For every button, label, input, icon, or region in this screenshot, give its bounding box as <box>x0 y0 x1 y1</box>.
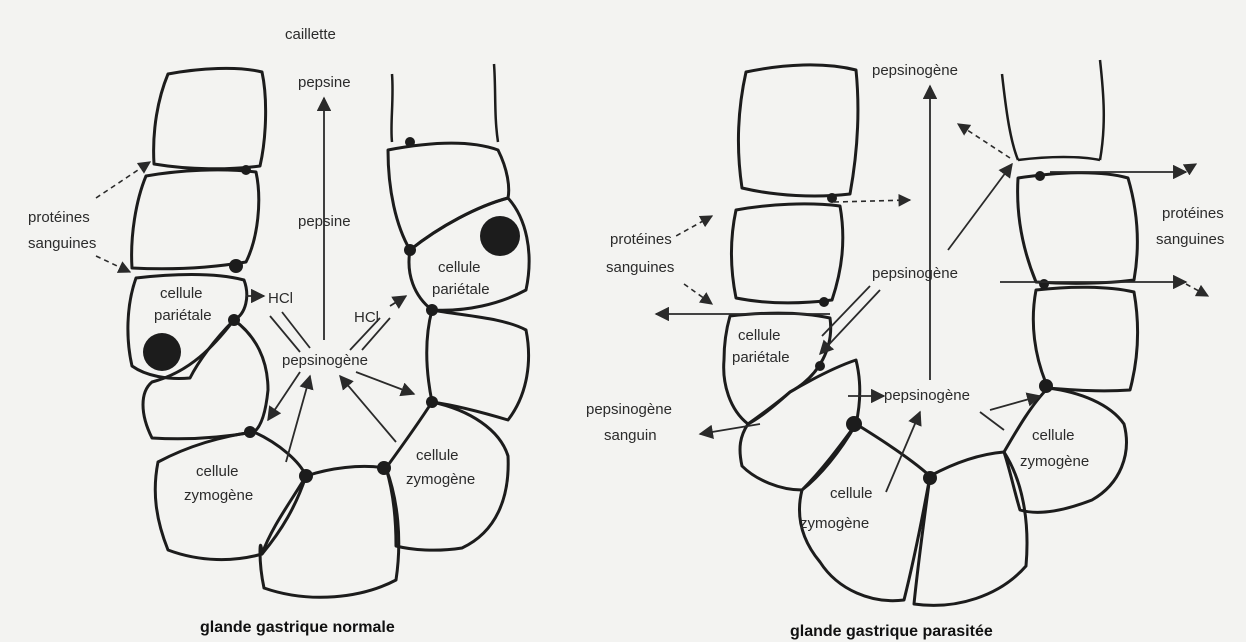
label-blood-proteins-2: sanguines <box>28 235 96 252</box>
label-parietal-left-2: pariétale <box>154 307 212 324</box>
parasitized-zymogen-cell-left <box>799 424 930 601</box>
label-hcl-left: HCl <box>268 290 293 307</box>
label-blood-proteins-left-2: sanguines <box>606 259 674 276</box>
parasitized-right-cell-3 <box>1018 173 1138 284</box>
parasitized-junctions <box>815 171 1053 485</box>
label-parietal-1: cellule <box>738 327 781 344</box>
normal-right-wall <box>391 64 498 142</box>
parietal-nucleus-right <box>480 216 520 256</box>
label-zymogen-left-1: cellule <box>830 485 873 502</box>
label-zymogen-left-1: cellule <box>196 463 239 480</box>
caption-normal: glande gastrique normale <box>200 619 395 636</box>
parasitized-left-cell-1 <box>739 65 858 196</box>
label-blood-proteins-right-1: protéines <box>1162 205 1224 222</box>
parasitized-right-cell-4 <box>1033 287 1137 391</box>
normal-right-cell-4 <box>427 310 529 420</box>
label-hcl-right: HCl <box>354 309 379 326</box>
label-blood-proteins-1: protéines <box>28 209 90 226</box>
caption-parasitized: glande gastrique parasitée <box>790 623 993 640</box>
label-zymogen-right-2: zymogène <box>406 471 475 488</box>
label-zymogen-left-2: zymogène <box>800 515 869 532</box>
label-pepsin-mid: pepsine <box>298 213 351 230</box>
label-caillette: caillette <box>285 26 336 43</box>
label-zymogen-right-1: cellule <box>1032 427 1075 444</box>
label-pepsinogen-mid: pepsinogène <box>872 265 958 282</box>
normal-gland: caillette pepsine pepsine pepsinogène HC… <box>28 26 529 636</box>
label-parietal-right-2: pariétale <box>432 281 490 298</box>
label-blood-pepsinogen-1: pepsinogène <box>586 401 672 418</box>
label-zymogen-left-2: zymogène <box>184 487 253 504</box>
parasitized-left-cell-2 <box>732 204 843 303</box>
normal-left-cell-2 <box>132 170 259 269</box>
label-pepsinogen-normal: pepsinogène <box>282 352 368 369</box>
normal-bottom-cell <box>260 466 399 597</box>
normal-left-cell-1 <box>154 68 266 168</box>
label-parietal-right-1: cellule <box>438 259 481 276</box>
parasitized-right-wall <box>1002 60 1104 160</box>
parasitized-gland: pepsinogène pepsinogène pepsinogène prot… <box>586 60 1224 640</box>
parietal-nucleus-left <box>143 333 181 371</box>
label-pepsinogen-low: pepsinogène <box>884 387 970 404</box>
label-blood-proteins-right-2: sanguines <box>1156 231 1224 248</box>
label-parietal-left-1: cellule <box>160 285 203 302</box>
label-blood-pepsinogen-2: sanguin <box>604 427 657 444</box>
label-parietal-2: pariétale <box>732 349 790 366</box>
label-zymogen-right-1: cellule <box>416 447 459 464</box>
label-blood-proteins-left-1: protéines <box>610 231 672 248</box>
label-pepsinogen-top: pepsinogène <box>872 62 958 79</box>
label-zymogen-right-2: zymogène <box>1020 453 1089 470</box>
label-pepsin-top: pepsine <box>298 74 351 91</box>
